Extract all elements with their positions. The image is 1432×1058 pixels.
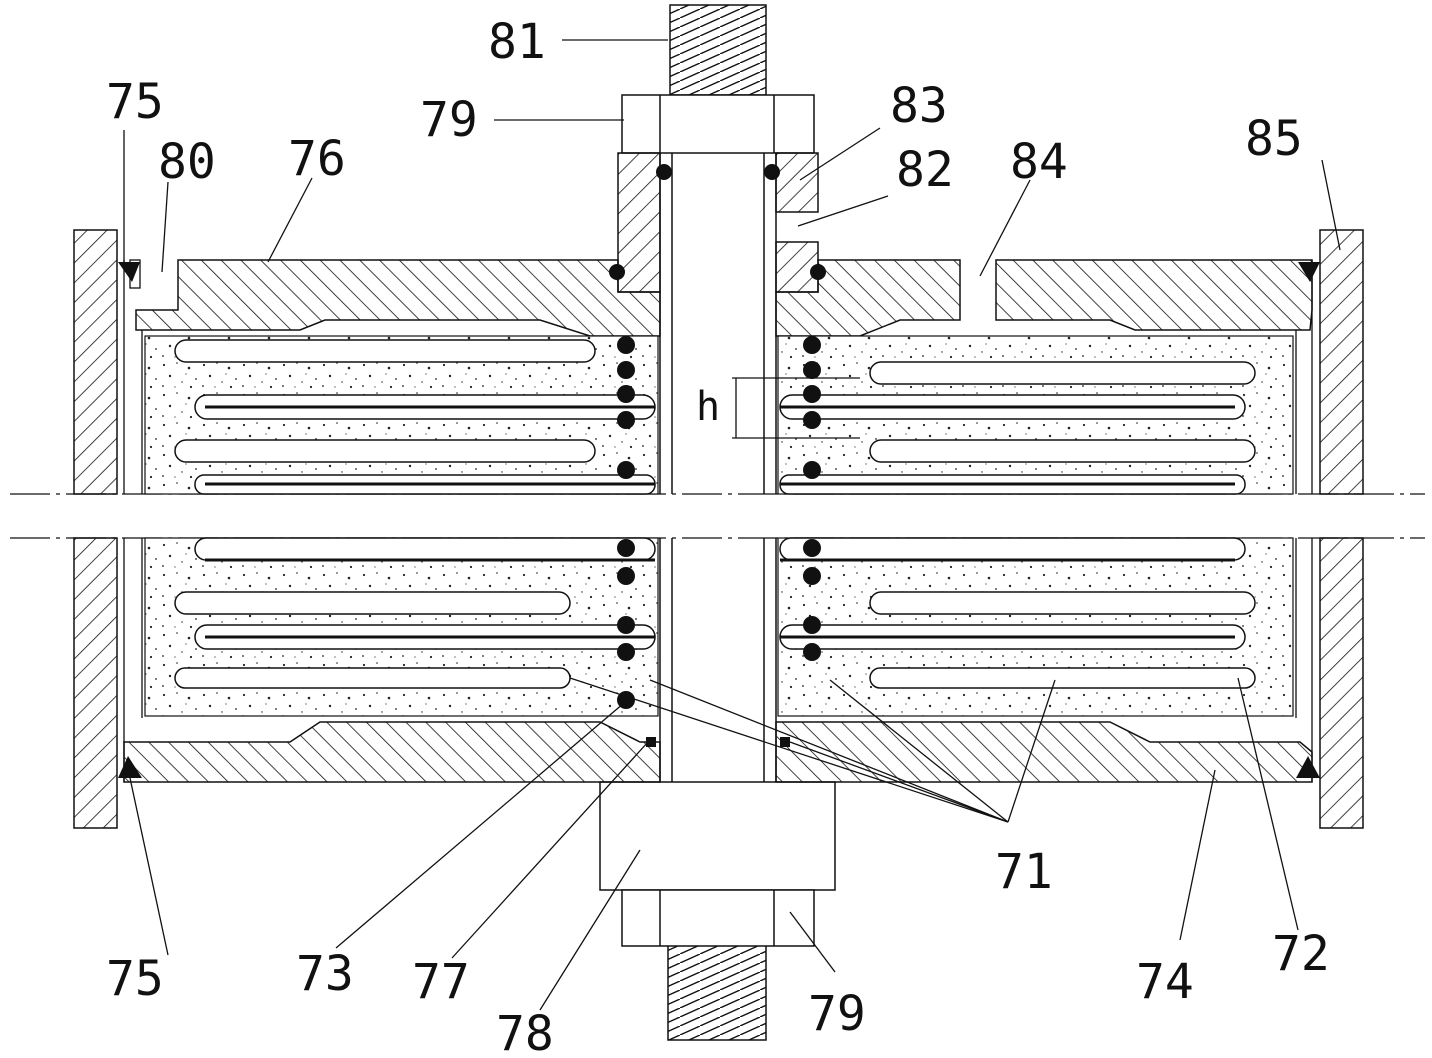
seal-bottom-right bbox=[1296, 756, 1320, 778]
plates-lower-right bbox=[779, 537, 1256, 689]
label-81: 81 bbox=[488, 14, 546, 70]
label-82: 82 bbox=[896, 142, 954, 198]
label-71: 71 bbox=[995, 844, 1053, 900]
central-shaft bbox=[659, 153, 777, 782]
seal-top-right bbox=[1298, 262, 1320, 282]
balls bbox=[609, 164, 826, 747]
dimension-h bbox=[732, 377, 860, 439]
outer-wall-right bbox=[1319, 229, 1364, 829]
plates-upper-right bbox=[779, 361, 1256, 495]
bottom-nut bbox=[621, 889, 815, 947]
seal-bottom-left bbox=[118, 756, 142, 778]
guide-lines bbox=[123, 260, 1313, 782]
label-75-top: 75 bbox=[106, 74, 164, 130]
label-75-bottom: 75 bbox=[106, 951, 164, 1007]
top-plate-right bbox=[775, 259, 1313, 337]
plates-lower-left bbox=[174, 537, 656, 689]
threaded-rod-bottom bbox=[667, 944, 767, 1041]
break-lines bbox=[10, 493, 1425, 539]
bottom-plate bbox=[599, 781, 836, 891]
label-85: 85 bbox=[1245, 111, 1303, 167]
upper-sleeve-right bbox=[775, 152, 819, 293]
bottom-plate-left bbox=[123, 721, 661, 783]
label-73: 73 bbox=[296, 946, 354, 1002]
plates-upper-left bbox=[174, 339, 656, 495]
bottom-plate-right bbox=[775, 721, 1313, 783]
outer-wall-left bbox=[73, 229, 118, 829]
top-plate-left bbox=[135, 259, 661, 337]
label-79-bottom: 79 bbox=[808, 986, 866, 1042]
label-77: 77 bbox=[412, 954, 470, 1010]
label-84: 84 bbox=[1010, 134, 1068, 190]
leader-lines bbox=[123, 39, 1341, 1011]
dimension-h-label: h bbox=[696, 384, 720, 430]
label-83: 83 bbox=[890, 78, 948, 134]
label-74: 74 bbox=[1136, 954, 1194, 1010]
label-79-top: 79 bbox=[420, 92, 478, 148]
threaded-rod-top bbox=[669, 4, 767, 96]
seal-top-left bbox=[118, 259, 141, 289]
label-80: 80 bbox=[158, 134, 216, 190]
label-78: 78 bbox=[496, 1006, 554, 1058]
top-nut bbox=[621, 94, 815, 154]
label-72: 72 bbox=[1272, 926, 1330, 982]
label-76: 76 bbox=[288, 131, 346, 187]
